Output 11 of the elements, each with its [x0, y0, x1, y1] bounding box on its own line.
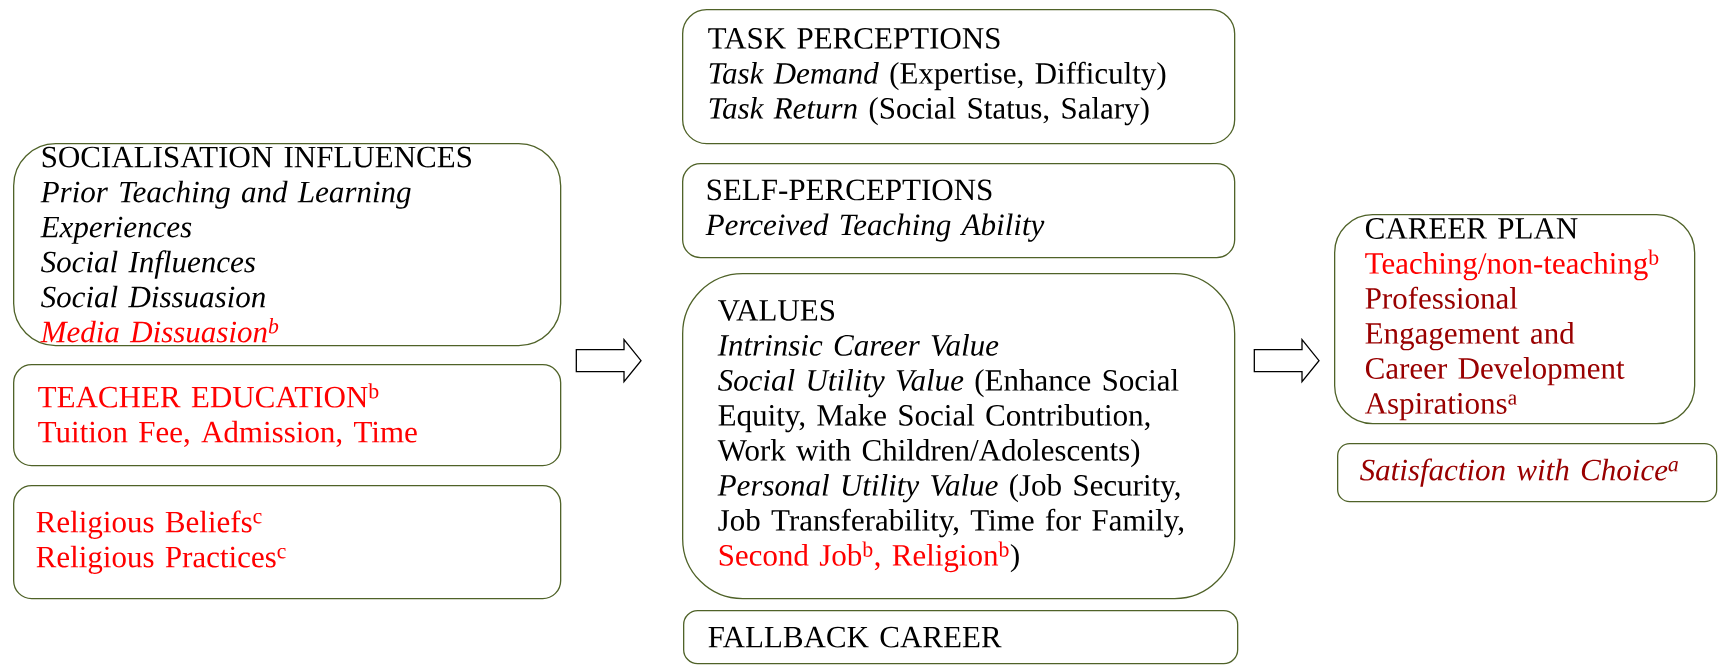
concept-box: SOCIALISATION INFLUENCES Prior Teaching and Learning Experiences Social Influences Social Dissuasion Media Dissuasion$^{b}$: [13, 143, 562, 347]
concept-box: SELF-PERCEPTIONS Perceived Teaching Ability: [682, 163, 1236, 259]
concept-box: TASK PERCEPTIONS Task Demand (Expertise, Difficulty) Task Return (Social Status, Salary): [682, 9, 1236, 145]
concept-box: CAREER PLAN Teaching/non-teaching$^{b}$ Professional Engagement and Career Development Aspirations$^{a}$: [1334, 214, 1696, 425]
concept-box: Religious Beliefs$^{c}$ Religious Practices$^{c}$: [13, 485, 562, 600]
concept-box: FALLBACK CAREER: [683, 610, 1239, 665]
concept-box: Satisfaction with Choice$^{a}$: [1337, 443, 1718, 503]
concept-box: TEACHER EDUCATION$^{b}$ Tuition Fee, Admission, Time: [13, 364, 562, 467]
concept-box: VALUES Intrinsic Career Value Social Utility Value (Enhance Social Equity, Make Social Contribution, Work with Children/Adolescents) Personal Utility Value (Job Security, Job Transferability, Time for Family, Second Job$^{b}$, Religion$^{b}$): [682, 273, 1236, 600]
block-arrow: [1253, 337, 1320, 384]
block-arrow: [575, 337, 642, 384]
